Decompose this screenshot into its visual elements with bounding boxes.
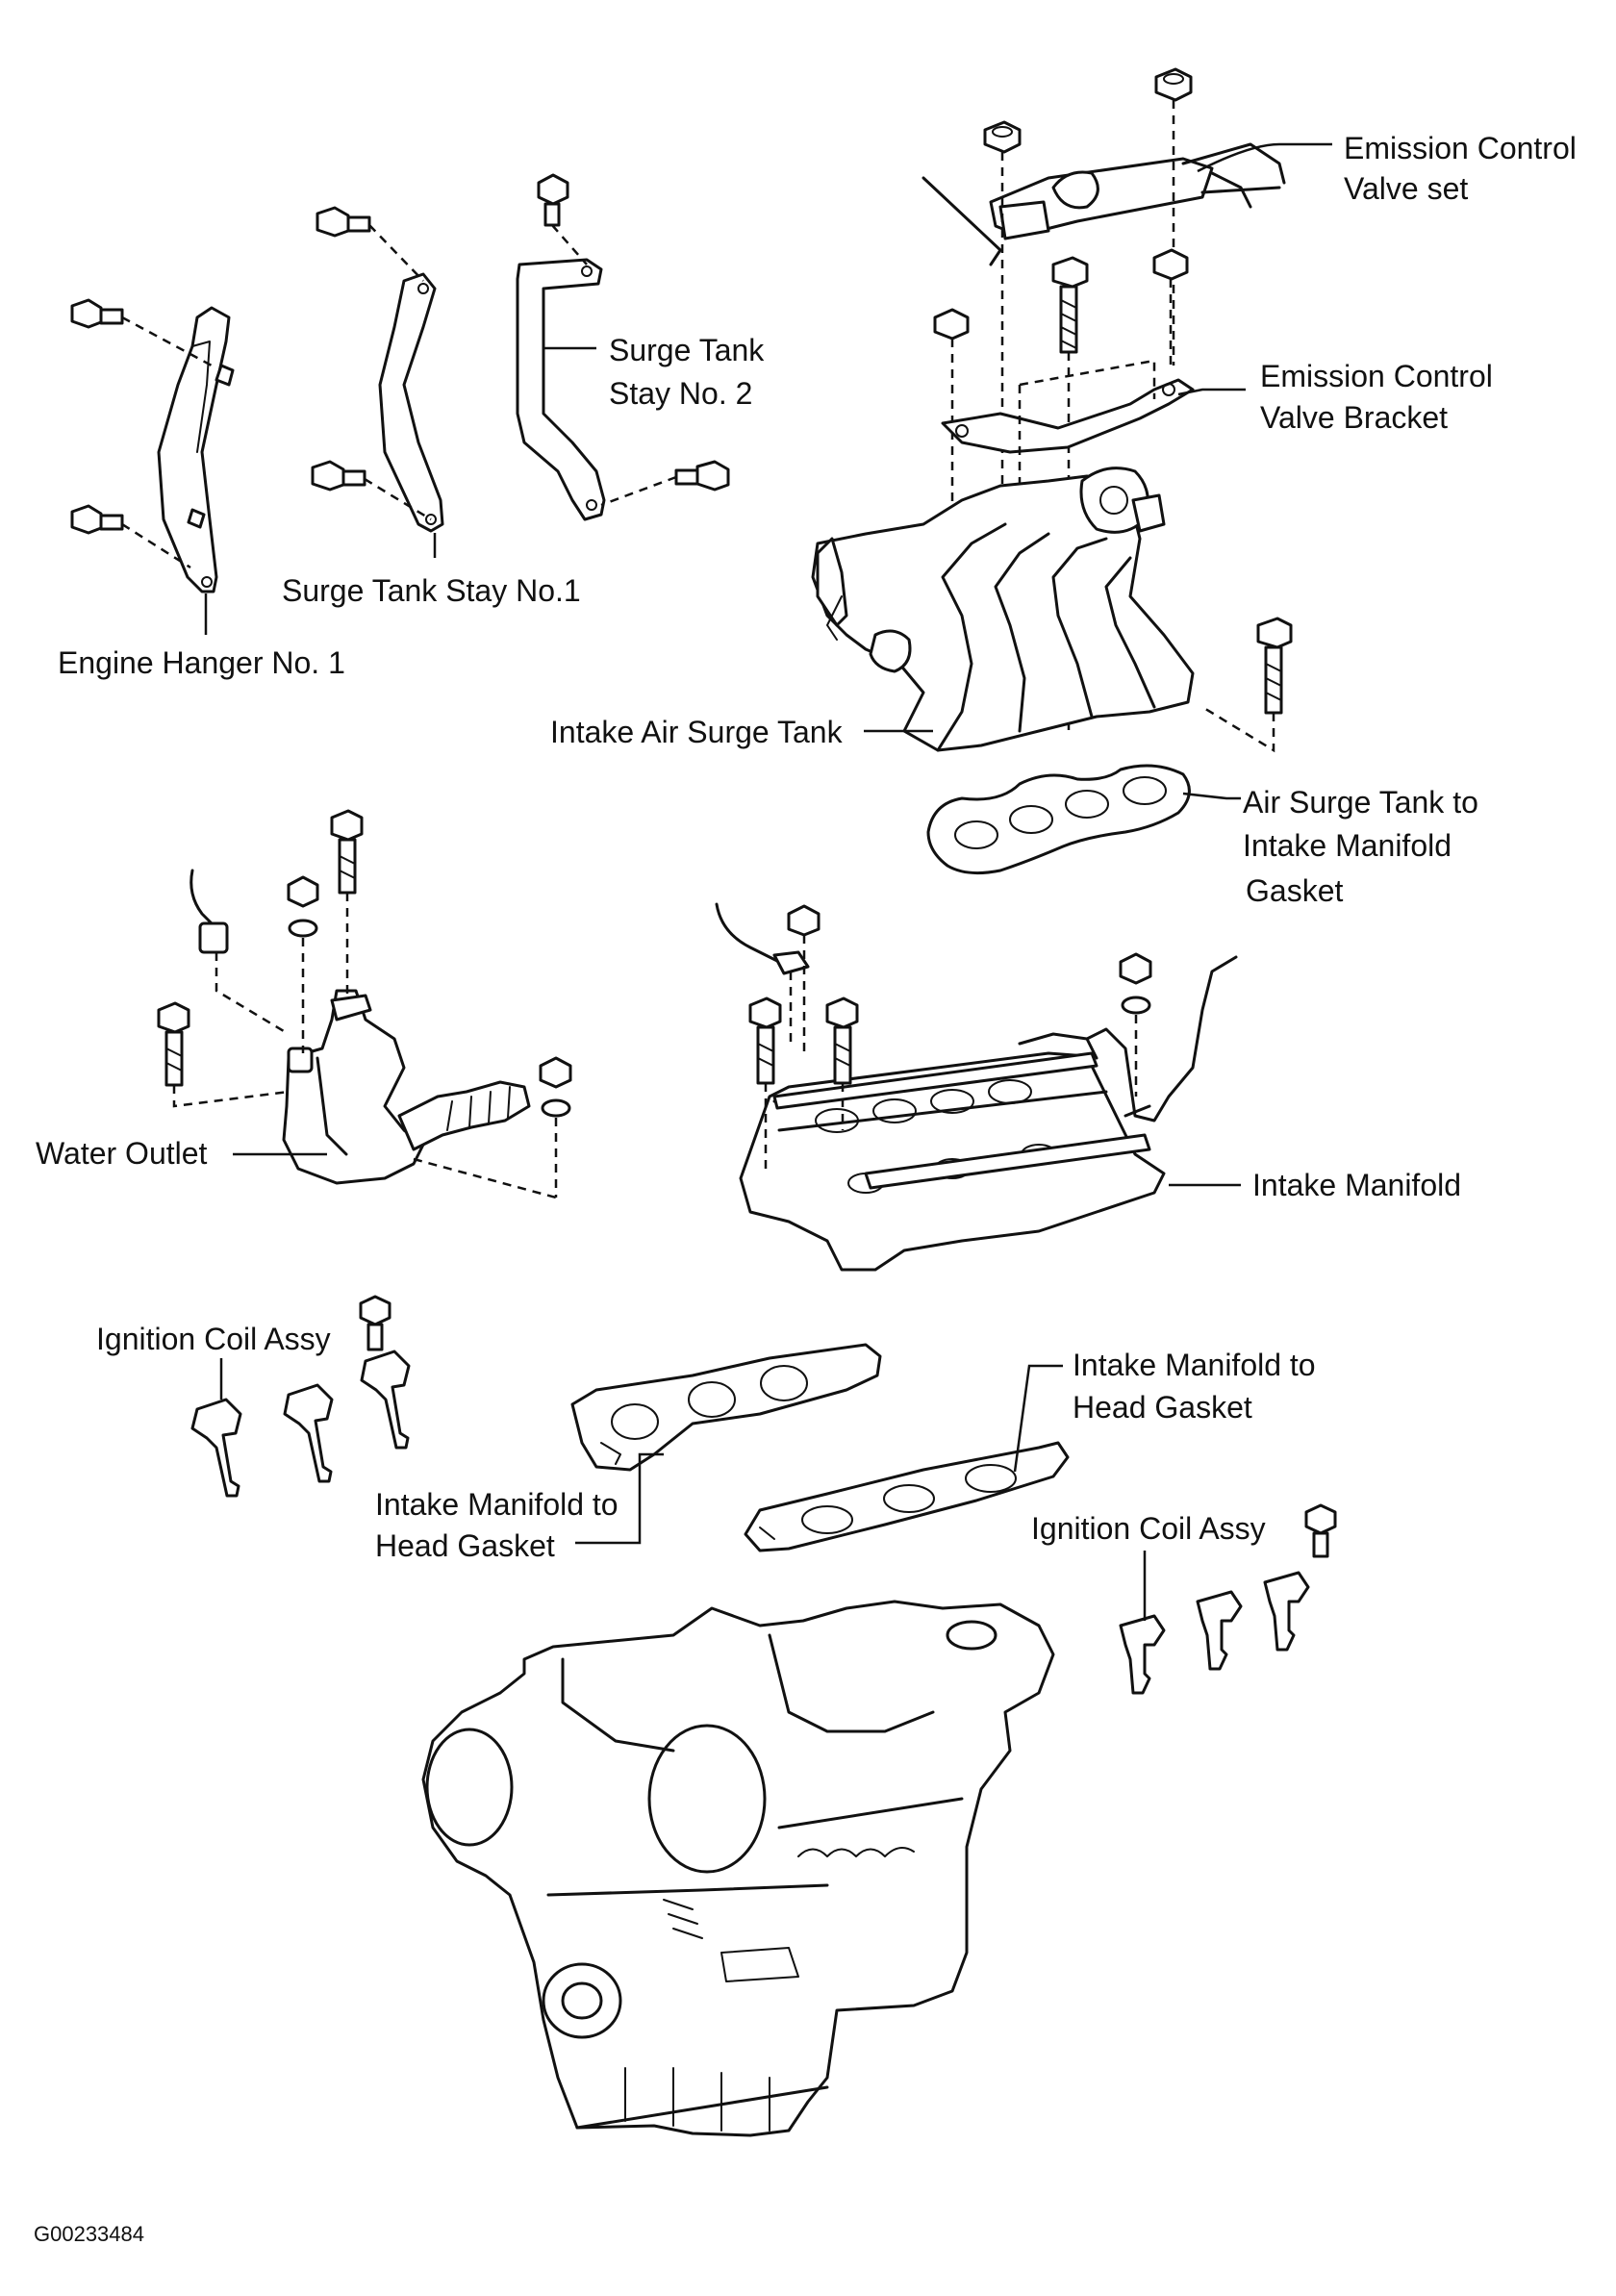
nut-icon	[933, 308, 970, 341]
ignition-coil-icon	[283, 1383, 334, 1483]
nut-icon	[1154, 67, 1193, 102]
svg-text:Emission Control: Emission Control	[1344, 131, 1577, 165]
svg-text:Emission Control: Emission Control	[1260, 359, 1493, 393]
ignition-coil-assy-right	[1119, 1503, 1337, 1695]
svg-text:Air Surge Tank to: Air Surge Tank to	[1243, 785, 1478, 820]
svg-text:Valve set: Valve set	[1344, 171, 1468, 206]
bolt-icon	[70, 298, 124, 329]
label-ignition-coil-assy-left: Ignition Coil Assy	[96, 1322, 331, 1400]
bolt-icon	[1256, 617, 1293, 715]
svg-text:Stay No. 2: Stay No. 2	[609, 376, 752, 411]
bolt-icon	[1051, 256, 1089, 354]
bolt-icon	[316, 206, 371, 238]
svg-text:Intake Air Surge Tank: Intake Air Surge Tank	[550, 715, 844, 749]
engine-hanger-no1	[157, 306, 235, 593]
washer-icon	[541, 1098, 571, 1118]
label-emission-control-valve-set: Emission Control Valve set	[1197, 131, 1577, 206]
ignition-coil-assy-left	[190, 1295, 411, 1498]
bolt-icon	[311, 460, 366, 492]
label-intake-manifold-head-gasket-left: Intake Manifold to Head Gasket	[375, 1452, 664, 1563]
svg-text:Intake Manifold to: Intake Manifold to	[1073, 1348, 1316, 1382]
water-outlet	[282, 989, 531, 1185]
nut-icon	[983, 120, 1022, 154]
bolt-icon	[748, 997, 782, 1085]
label-surge-tank-stay-no2: Surge Tank Stay No. 2	[543, 333, 765, 411]
svg-text:Intake Manifold to: Intake Manifold to	[375, 1487, 619, 1522]
washer-icon	[1121, 996, 1151, 1015]
intake-manifold	[739, 955, 1238, 1272]
label-surge-tank-stay-no1: Surge Tank Stay No.1	[282, 533, 581, 608]
fuel-hose	[715, 902, 810, 975]
bolt-icon	[537, 173, 569, 227]
emission-control-valve-bracket	[941, 378, 1195, 454]
label-ignition-coil-assy-right: Ignition Coil Assy	[1031, 1511, 1266, 1621]
label-intake-manifold: Intake Manifold	[1169, 1168, 1461, 1202]
nut-icon	[287, 875, 319, 908]
svg-text:Surge Tank: Surge Tank	[609, 333, 765, 367]
svg-text:Head Gasket: Head Gasket	[375, 1528, 555, 1563]
air-surge-tank-gasket	[926, 764, 1191, 875]
bolt-icon	[157, 1001, 190, 1087]
ignition-coil-icon	[1119, 1614, 1166, 1695]
bolt-icon	[1304, 1503, 1337, 1558]
svg-text:Water Outlet: Water Outlet	[36, 1136, 208, 1171]
svg-text:Gasket: Gasket	[1246, 873, 1343, 908]
bolt-icon	[70, 504, 124, 535]
label-air-surge-tank-gasket: Air Surge Tank to Intake Manifold Gasket	[1182, 785, 1478, 908]
label-water-outlet: Water Outlet	[36, 1136, 327, 1171]
svg-text:Engine Hanger No. 1: Engine Hanger No. 1	[58, 645, 345, 680]
intake-manifold-head-gasket-right	[744, 1441, 1070, 1552]
svg-text:Ignition Coil Assy: Ignition Coil Assy	[1031, 1511, 1266, 1546]
label-emission-control-valve-bracket: Emission Control Valve Bracket	[1177, 359, 1493, 435]
surge-tank-stay-no1	[378, 272, 444, 533]
intake-air-surge-tank	[811, 467, 1195, 752]
intake-manifold-head-gasket-left	[570, 1343, 882, 1472]
ignition-coil-icon	[190, 1398, 242, 1498]
ignition-coil-icon	[1196, 1590, 1243, 1671]
bolt-icon	[825, 997, 859, 1085]
label-intake-air-surge-tank: Intake Air Surge Tank	[550, 715, 933, 749]
svg-text:Head Gasket: Head Gasket	[1073, 1390, 1252, 1425]
figure-number: G00233484	[34, 2222, 144, 2246]
nut-icon	[1119, 952, 1152, 985]
nut-icon	[1152, 248, 1189, 281]
bolt-icon	[330, 809, 364, 895]
water-temperature-sensor	[189, 869, 229, 954]
label-engine-hanger-no1: Engine Hanger No. 1	[58, 593, 345, 680]
emission-control-valve-set	[922, 142, 1286, 266]
bolt-icon	[674, 460, 730, 492]
svg-text:Valve Bracket: Valve Bracket	[1260, 400, 1448, 435]
label-intake-manifold-head-gasket-right: Intake Manifold to Head Gasket	[1013, 1348, 1316, 1473]
svg-text:Intake Manifold: Intake Manifold	[1252, 1168, 1461, 1202]
nut-icon	[539, 1056, 572, 1089]
bolt-icon	[359, 1295, 391, 1351]
svg-text:Ignition Coil Assy: Ignition Coil Assy	[96, 1322, 331, 1356]
engine-block	[421, 1600, 1055, 2137]
nut-icon	[787, 904, 821, 937]
ignition-coil-icon	[360, 1350, 411, 1450]
washer-icon	[288, 919, 318, 938]
ignition-coil-icon	[1263, 1571, 1310, 1652]
surge-tank-stay-no2	[516, 258, 606, 521]
svg-text:Surge Tank Stay No.1: Surge Tank Stay No.1	[282, 573, 581, 608]
svg-text:Intake Manifold: Intake Manifold	[1243, 828, 1452, 863]
